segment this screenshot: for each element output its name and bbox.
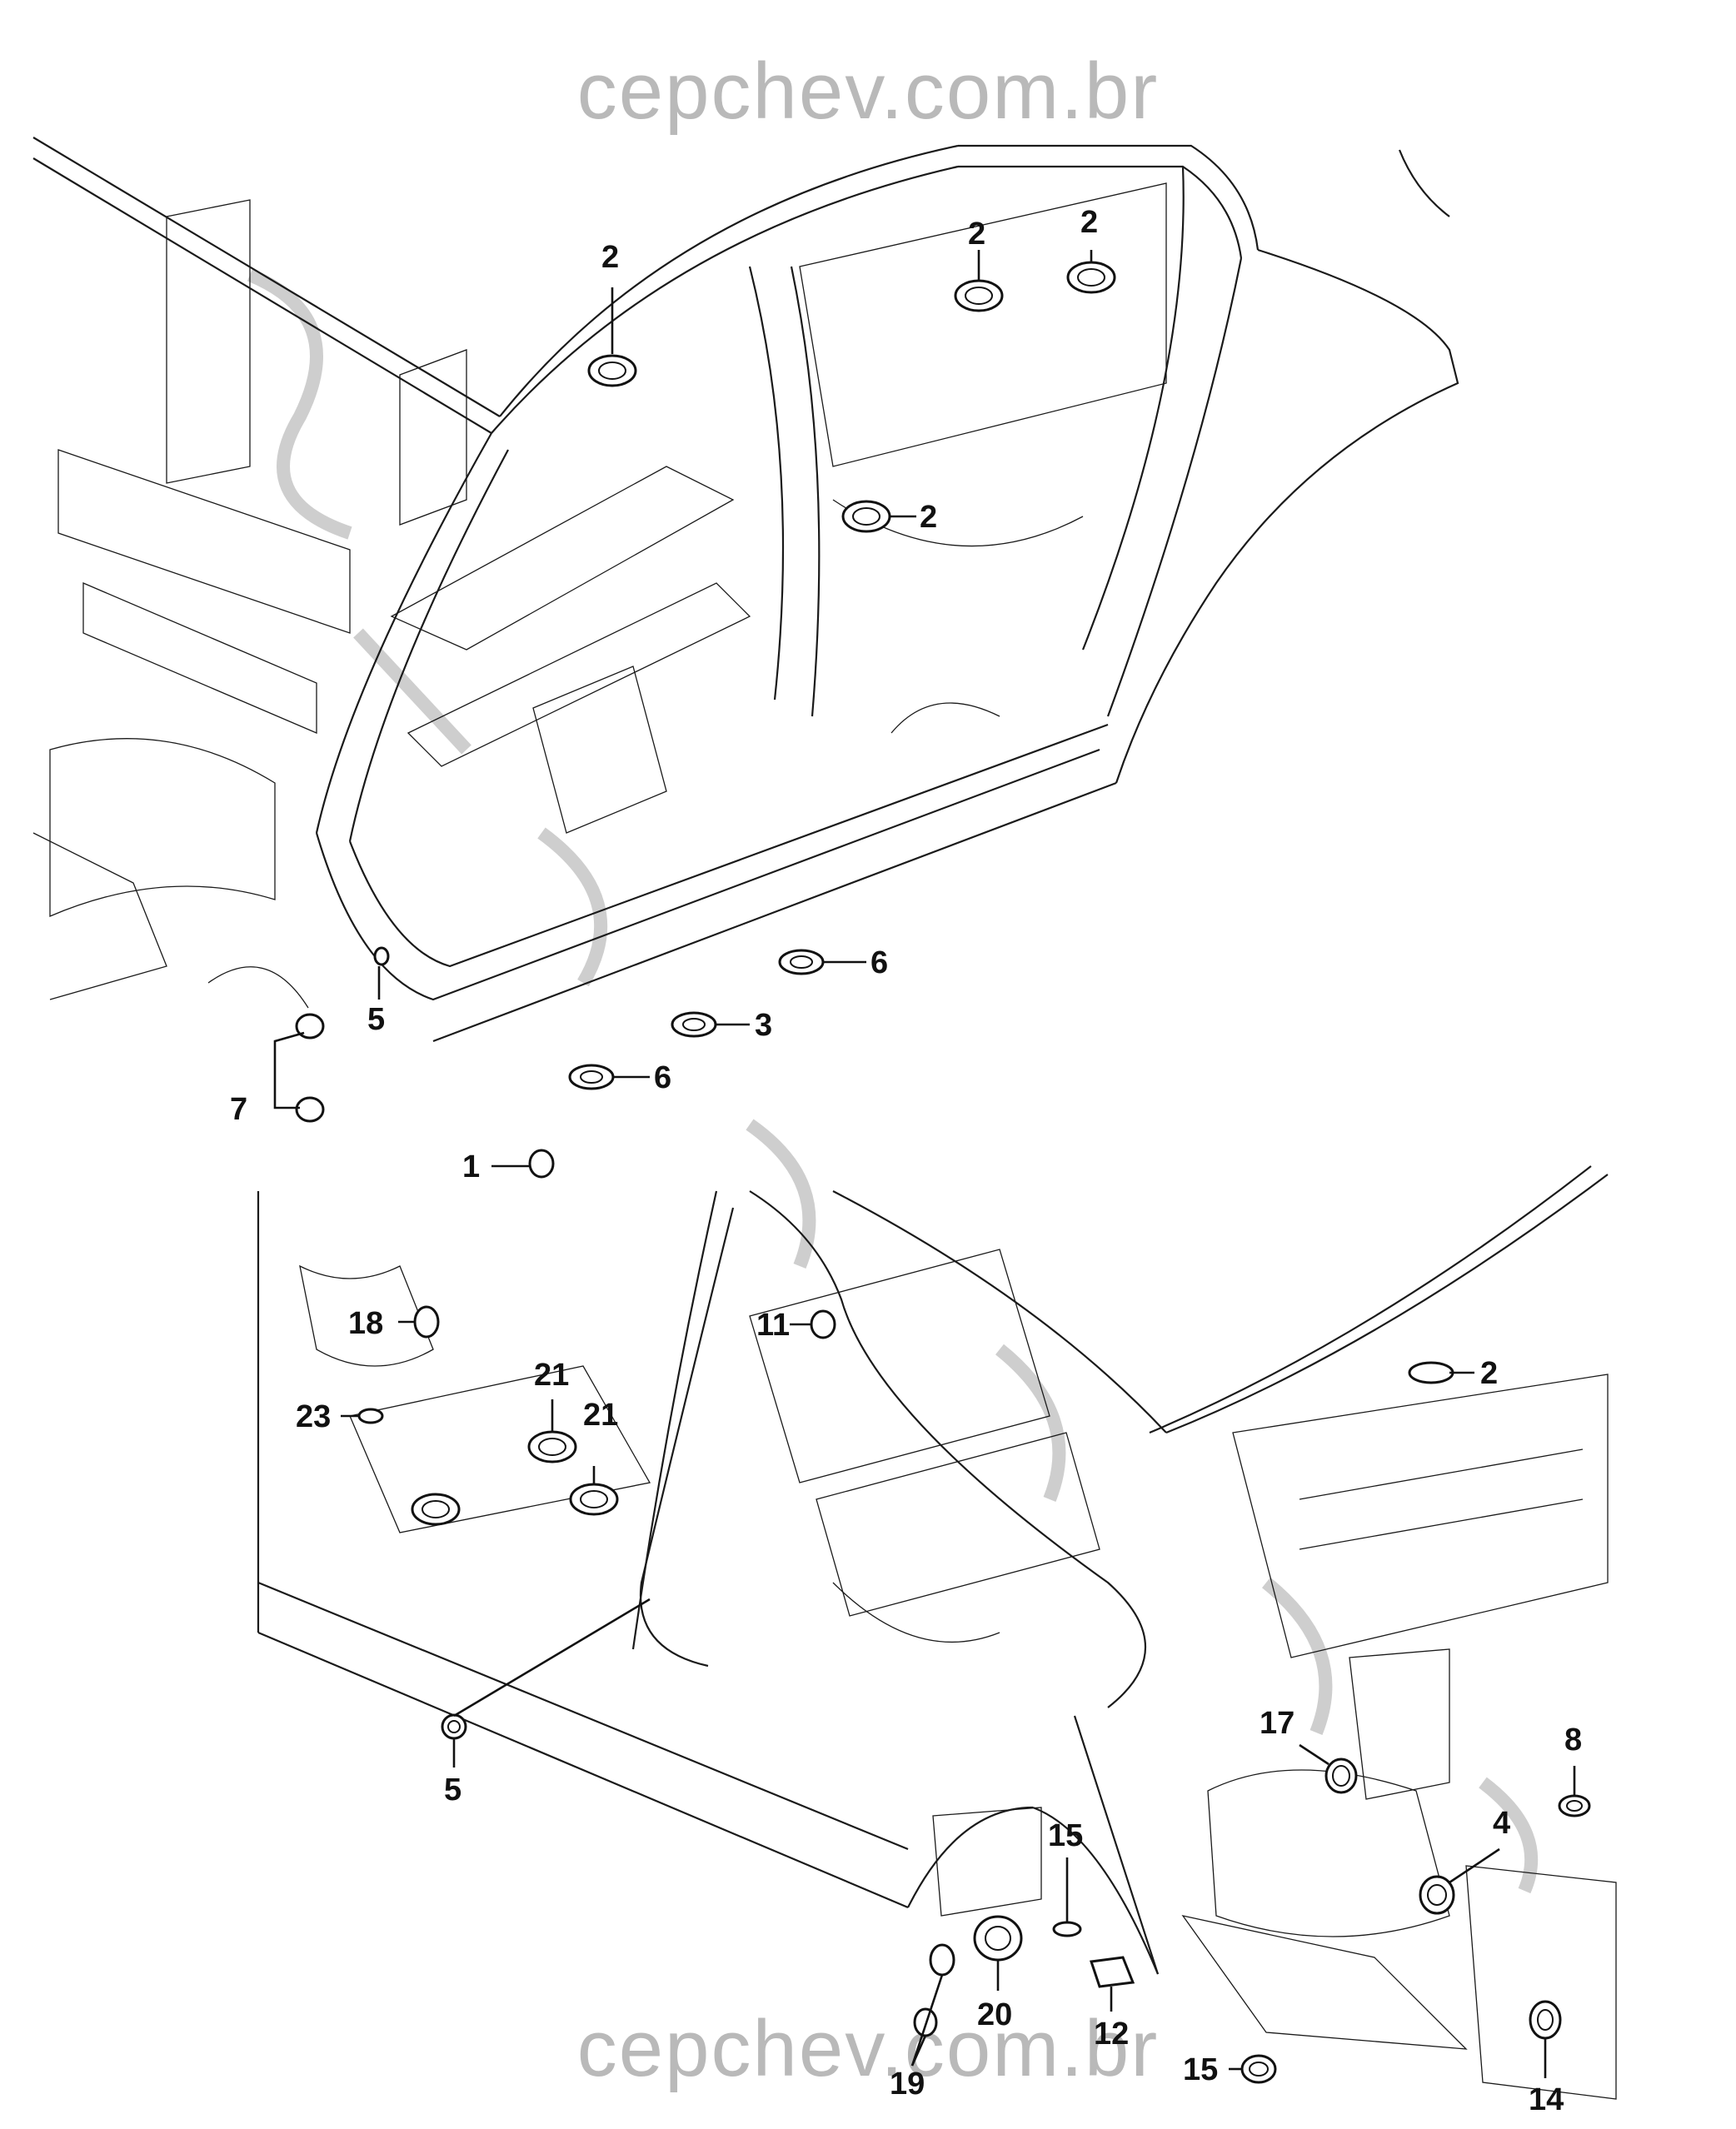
lower-view-parts: [357, 1149, 1591, 2084]
callout-6-lower: 6: [654, 1060, 672, 1095]
callout-19: 19: [890, 2067, 925, 2102]
upper-view-parts: [295, 261, 1116, 1123]
callout-21-right: 21: [583, 1398, 619, 1433]
callout-2-roof-rail: 2: [601, 240, 620, 275]
callout-17: 17: [1260, 1706, 1295, 1741]
callout-20: 20: [977, 1997, 1013, 2032]
upper-body-view: [32, 137, 1459, 1043]
callout-23: 23: [296, 1399, 332, 1434]
callout-2-lower-view: 2: [1480, 1356, 1499, 1391]
callout-18: 18: [348, 1306, 384, 1341]
callout-2-rear-floor-right: 2: [1080, 205, 1099, 240]
callout-15-upper: 15: [1048, 1818, 1084, 1853]
callout-8: 8: [1564, 1723, 1583, 1758]
callout-5-upper: 5: [367, 1002, 386, 1037]
watermark-top: cepchev.com.br: [576, 47, 1160, 136]
callout-2-b-pillar: 2: [920, 500, 938, 535]
lower-body-view: [257, 1165, 1617, 2100]
callout-12: 12: [1094, 2017, 1130, 2052]
callout-14: 14: [1529, 2082, 1564, 2117]
callout-4: 4: [1493, 1806, 1511, 1841]
callout-5-lower: 5: [444, 1773, 462, 1807]
callout-1: 1: [462, 1149, 481, 1184]
lower-view-leader-lines: [341, 1164, 1576, 2078]
callout-21-left: 21: [534, 1358, 570, 1393]
upper-view-leader-lines: [273, 250, 1093, 1109]
callout-7: 7: [230, 1092, 248, 1127]
callout-15-lower: 15: [1183, 2052, 1219, 2087]
callout-6-upper: 6: [870, 945, 889, 980]
callout-2-rear-floor-left: 2: [968, 217, 986, 252]
diagonal-watermark: [247, 268, 1539, 1894]
callout-3: 3: [755, 1008, 773, 1043]
watermark-bottom: cepchev.com.br: [576, 2004, 1160, 2093]
callout-11: 11: [756, 1308, 791, 1343]
